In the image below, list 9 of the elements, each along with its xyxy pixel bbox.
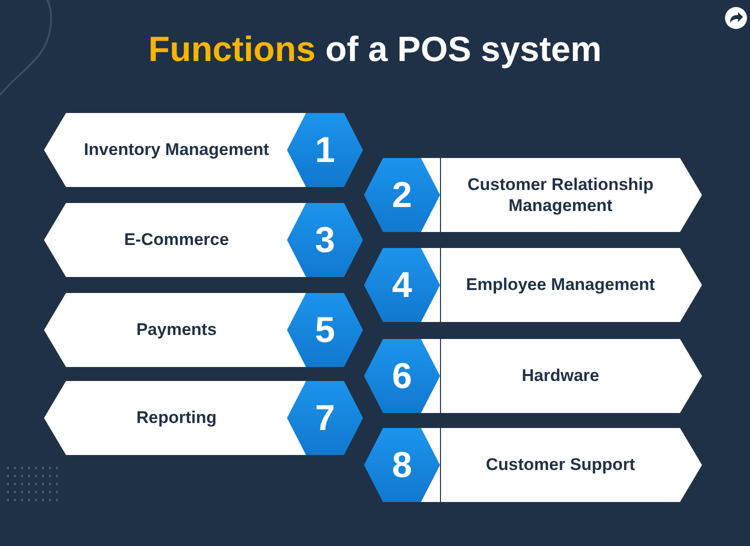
label-tab: Customer Relationship Management [441,158,702,232]
label-tab: Reporting [44,381,287,455]
label-tab: Inventory Management [44,113,287,187]
label-tab: Hardware [441,339,702,413]
label-tab: E-Commerce [44,203,287,277]
title: Functions of a POS system [147,30,603,70]
label-tab: Payments [44,293,287,367]
label-tab: Customer Support [441,428,702,502]
label-tab: Employee Management [441,248,702,322]
